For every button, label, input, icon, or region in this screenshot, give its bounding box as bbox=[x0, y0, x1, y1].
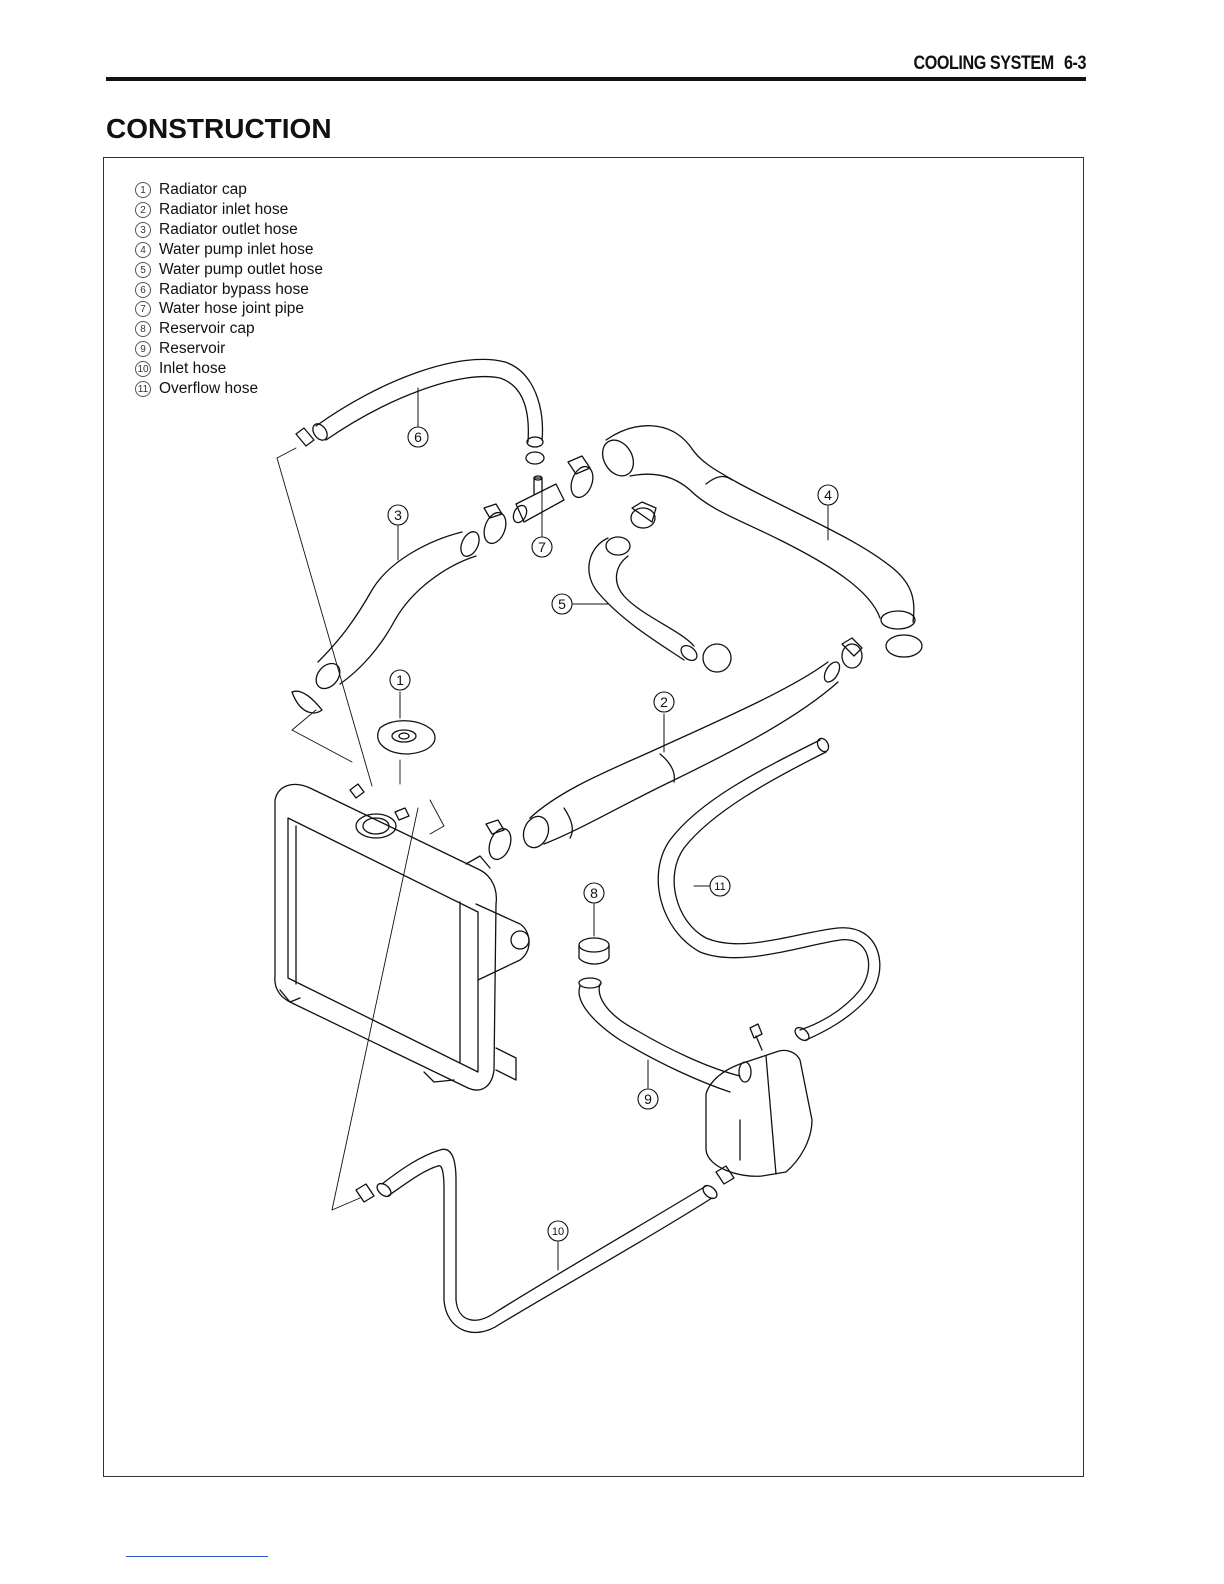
callout-10: 10 bbox=[552, 1226, 564, 1238]
hose-clamps bbox=[480, 452, 656, 546]
radiator-cap bbox=[378, 721, 435, 754]
water-pump-inlet-hose bbox=[596, 426, 922, 657]
radiator bbox=[275, 784, 529, 1090]
water-pump-outlet-hose bbox=[589, 537, 731, 672]
water-hose-joint-pipe bbox=[511, 476, 564, 525]
callout-5: 5 bbox=[558, 596, 566, 612]
callout-8: 8 bbox=[590, 885, 598, 901]
reservoir-cap bbox=[579, 938, 609, 964]
callout-2: 2 bbox=[660, 694, 668, 710]
callout-4: 4 bbox=[824, 487, 832, 503]
callout-markers bbox=[388, 427, 838, 1241]
callout-6: 6 bbox=[414, 429, 422, 445]
assembly-guide-lines bbox=[277, 448, 444, 1210]
callout-3: 3 bbox=[394, 507, 402, 523]
callout-7: 7 bbox=[538, 539, 546, 555]
footer-link-underline[interactable] bbox=[126, 1556, 268, 1557]
callout-labels: 1 2 3 4 5 6 7 8 9 10 11 bbox=[394, 429, 832, 1238]
radiator-inlet-hose bbox=[485, 638, 862, 862]
radiator-outlet-hose bbox=[292, 529, 483, 713]
overflow-hose bbox=[658, 736, 880, 1043]
callout-1: 1 bbox=[396, 672, 404, 688]
inlet-hose bbox=[356, 1149, 734, 1332]
callout-9: 9 bbox=[644, 1091, 652, 1107]
reservoir bbox=[579, 978, 812, 1176]
callout-leaders bbox=[398, 388, 828, 1270]
callout-11: 11 bbox=[714, 881, 725, 893]
